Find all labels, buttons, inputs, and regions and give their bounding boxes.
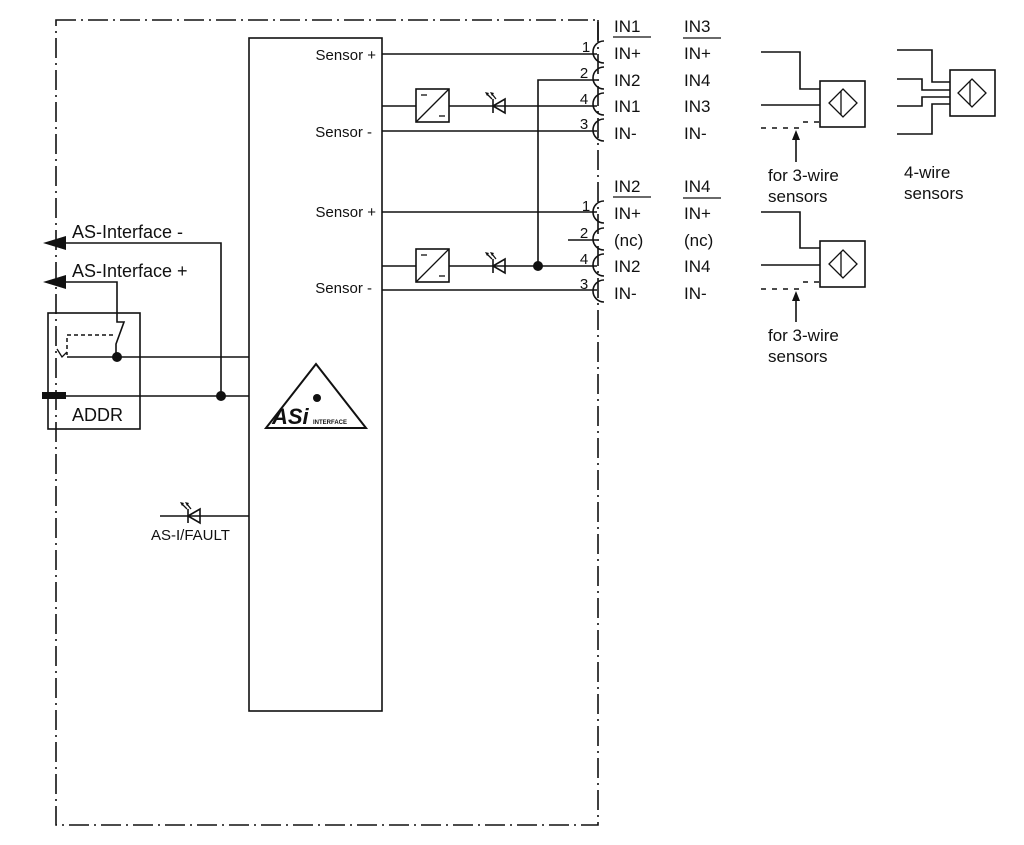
pin-function: IN+ <box>614 204 641 223</box>
pin-function: IN- <box>614 124 637 143</box>
addr-port <box>42 392 66 399</box>
pin-function: IN2 <box>614 257 640 276</box>
pin-number: 3 <box>580 116 588 133</box>
input-group-1-wiring <box>382 53 597 266</box>
pin-socket-1 <box>592 200 605 224</box>
three-wire-sensor-1: for 3-wire sensors <box>761 51 866 206</box>
four-wire-sensor: 4-wire sensors <box>897 49 996 203</box>
svg-text:INTERFACE: INTERFACE <box>313 420 347 426</box>
as-interface-minus-label: AS-Interface - <box>72 222 183 242</box>
pin-number: 3 <box>580 276 588 293</box>
pin-function: IN2 <box>614 71 640 90</box>
pin-function: (nc) <box>684 231 713 250</box>
housing-border <box>55 19 599 826</box>
connector-header-col1: IN2 <box>614 177 640 196</box>
four-wire-note-line1: 4-wire <box>904 163 950 182</box>
three-wire-sensor-2: for 3-wire sensors <box>761 211 866 366</box>
led-icon <box>180 502 201 525</box>
pin-number: 2 <box>580 225 588 242</box>
addr-label: ADDR <box>72 405 123 425</box>
connector-header-col2: IN4 <box>684 177 710 196</box>
connector-header-col2: IN3 <box>684 17 710 36</box>
arrow-left-icon <box>43 275 66 289</box>
pin-function: IN- <box>684 124 707 143</box>
sensor-plus-label-1: Sensor + <box>316 47 377 64</box>
pin-number: 1 <box>582 198 590 215</box>
svg-text:ASi: ASi <box>271 404 310 429</box>
pin-socket-3 <box>592 279 605 303</box>
addr-box <box>47 312 141 430</box>
four-wire-note-line2: sensors <box>904 184 964 203</box>
junction-dot <box>533 261 543 271</box>
three-wire-note-line1: for 3-wire <box>768 166 839 185</box>
as-interface-bus: AS-Interface - AS-Interface + ADDR <box>42 222 249 430</box>
module-box <box>248 37 383 712</box>
signal-converter-icon <box>415 248 450 283</box>
pin-function: IN+ <box>684 44 711 63</box>
pin-function: IN+ <box>684 204 711 223</box>
three-wire-note-line1: for 3-wire <box>768 326 839 345</box>
pin-socket-2 <box>592 66 605 90</box>
fault-label: AS-I/FAULT <box>151 527 230 544</box>
pin-function: IN1 <box>614 97 640 116</box>
pin-number: 4 <box>580 251 588 268</box>
inductive-sensor-icon <box>828 249 858 279</box>
fault-led: AS-I/FAULT <box>151 502 249 544</box>
switch-contact <box>56 348 68 359</box>
connector-2: 1 2 4 3 IN2 IN4 IN+ IN+ (nc) (nc) IN2 IN… <box>580 177 721 303</box>
pin-function: IN4 <box>684 257 710 276</box>
pin-socket-4 <box>592 92 605 116</box>
sensor-minus-label-1: Sensor - <box>315 124 372 141</box>
pin-number: 4 <box>580 91 588 108</box>
connector-1: 1 2 4 3 IN1 IN3 IN+ IN+ IN2 IN4 IN1 IN3 … <box>580 17 721 143</box>
signal-converter-icon <box>415 88 450 123</box>
pin-socket-1 <box>592 40 605 64</box>
junction-dot <box>216 391 226 401</box>
three-wire-note-line2: sensors <box>768 347 828 366</box>
pin-number: 2 <box>580 65 588 82</box>
pin-socket-2 <box>592 227 605 251</box>
led-icon <box>485 92 506 115</box>
asi-interface-logo: ASi INTERFACE <box>263 362 369 429</box>
pin-function: IN- <box>614 284 637 303</box>
pin-function: IN+ <box>614 44 641 63</box>
connector-header-col1: IN1 <box>614 17 640 36</box>
junction-dot <box>112 352 122 362</box>
pin-function: IN4 <box>684 71 710 90</box>
led-icon <box>485 252 506 275</box>
sensor-plus-label-2: Sensor + <box>316 204 377 221</box>
pin-socket-3 <box>592 118 605 142</box>
pin-socket-4 <box>592 253 605 277</box>
input-group-2-wiring <box>382 211 597 291</box>
pin-number: 1 <box>582 39 590 56</box>
as-interface-plus-label: AS-Interface + <box>72 261 188 281</box>
sensor-minus-label-2: Sensor - <box>315 280 372 297</box>
pin-function: (nc) <box>614 231 643 250</box>
pin-function: IN3 <box>684 97 710 116</box>
pin-function: IN- <box>684 284 707 303</box>
inductive-sensor-icon <box>957 78 987 108</box>
wire-pin2-tie <box>537 79 597 266</box>
three-wire-note-line2: sensors <box>768 187 828 206</box>
inductive-sensor-icon <box>828 88 858 118</box>
arrow-left-icon <box>43 236 66 250</box>
switch-linkage <box>66 334 113 355</box>
